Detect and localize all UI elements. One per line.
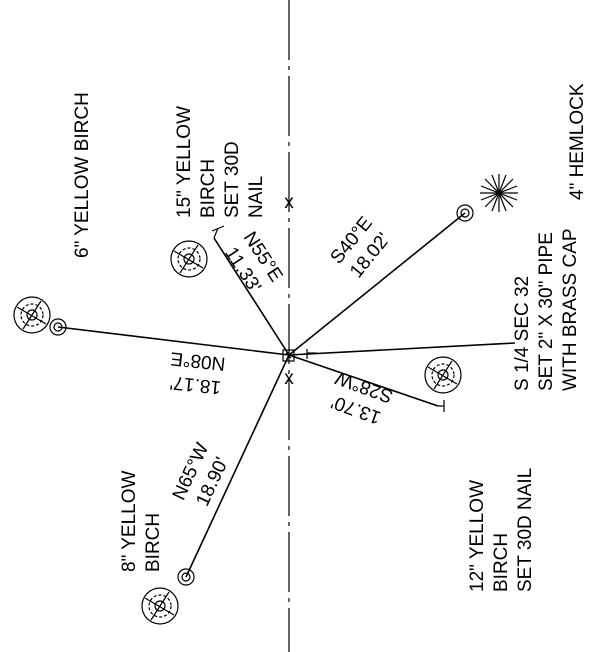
- tie-annotation-n65w: N65°W 18.90': [169, 440, 233, 510]
- tie-line-s28w: [288, 354, 439, 407]
- tie-line-n65w: [185, 354, 290, 578]
- svg-text:SET 2" X 30" PIPE: SET 2" X 30" PIPE: [536, 232, 557, 391]
- yellow-birch-12in-label: 12" YELLOW BIRCH SET 30D NAIL: [467, 468, 536, 592]
- svg-text:BIRCH: BIRCH: [491, 533, 512, 592]
- tag-mark-center: [306, 349, 317, 359]
- birch-tree-icon-12in: [424, 356, 462, 394]
- svg-text:SET 30D: SET 30D: [222, 141, 243, 218]
- tie-annotation-s40e: S40°E 18.02': [327, 213, 395, 282]
- svg-text:SET 30D NAIL: SET 30D NAIL: [515, 468, 536, 592]
- yellow-birch-8in-label: 8" YELLOW BIRCH: [119, 470, 164, 572]
- birch-tree-icon-6in: [13, 296, 51, 334]
- tie-annotation-n08e: 18.17' N08°E: [169, 347, 227, 397]
- yellow-birch-6in-label: 6" YELLOW BIRCH: [72, 92, 93, 258]
- pin-hemlock: [456, 204, 474, 222]
- tie-line-n08e: [57, 326, 290, 356]
- tag-mark-s28w: [438, 400, 445, 412]
- svg-text:15" YELLOW: 15" YELLOW: [174, 106, 195, 218]
- hemlock-label: 4" HEMLOCK: [567, 83, 588, 200]
- svg-text:NAIL: NAIL: [246, 176, 267, 218]
- yellow-birch-15in-label: 15" YELLOW BIRCH SET 30D NAIL: [174, 106, 267, 218]
- svg-text:12" YELLOW: 12" YELLOW: [467, 480, 488, 592]
- pin-8in-birch: [177, 568, 195, 586]
- svg-text:BIRCH: BIRCH: [143, 513, 164, 572]
- svg-text:BIRCH: BIRCH: [198, 159, 219, 218]
- tie-annotation-s28w: 13.70' S28°W: [328, 367, 395, 428]
- svg-text:8" YELLOW: 8" YELLOW: [119, 470, 140, 572]
- birch-tree-icon-8in: [141, 587, 179, 625]
- birch-tree-icon-15in: [170, 240, 208, 278]
- tie-line-corner: [288, 342, 516, 356]
- tie-line-s40e: [288, 212, 466, 356]
- tie-annotation-n55e: N55°E 11.33': [220, 228, 286, 296]
- svg-text:S 1/4 SEC 32: S 1/4 SEC 32: [512, 276, 533, 391]
- section-line-x-mark-bottom: x: [284, 368, 294, 389]
- section-line-x-mark-top: x: [284, 192, 294, 213]
- tie-line-n55e: [213, 237, 290, 356]
- distance-n08e: 18.17': [169, 371, 222, 397]
- svg-text:WITH BRASS CAP: WITH BRASS CAP: [560, 228, 581, 391]
- corner-label: S 1/4 SEC 32 SET 2" X 30" PIPE WITH BRAS…: [512, 228, 581, 391]
- tag-mark-n55e: [211, 225, 225, 239]
- pin-6in-birch: [49, 318, 67, 336]
- bearing-n08e: N08°E: [169, 347, 226, 374]
- hemlock-tree-icon: [480, 174, 518, 212]
